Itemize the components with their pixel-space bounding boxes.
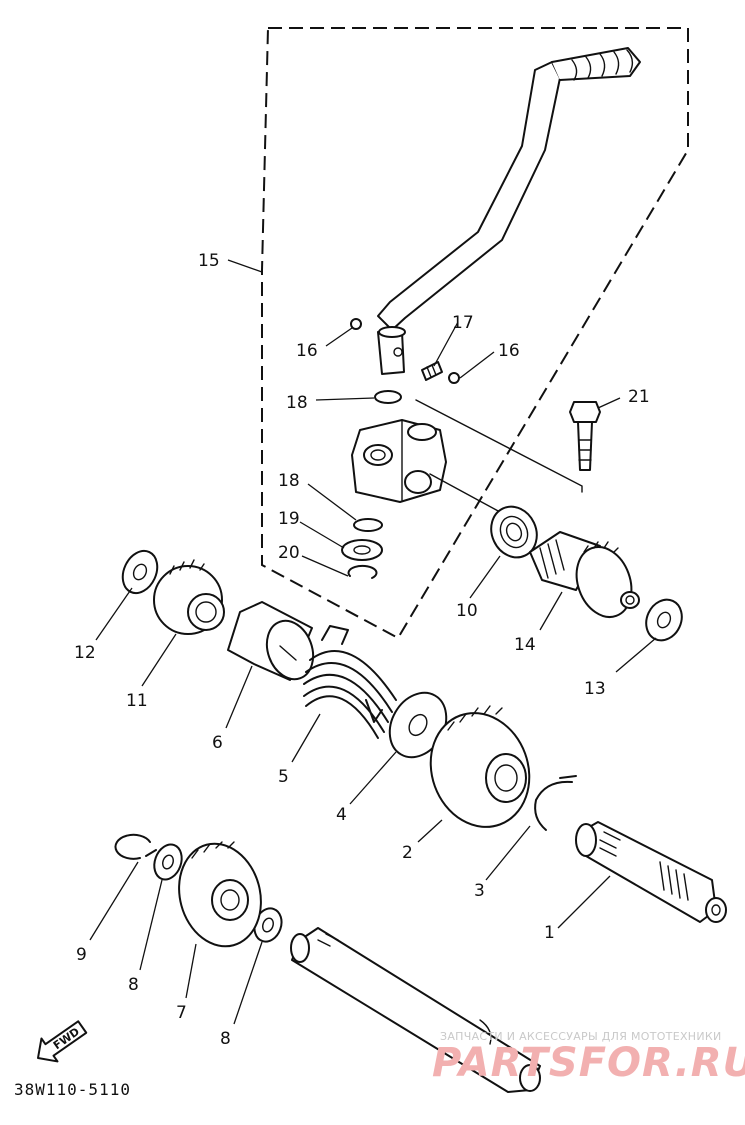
part-clip-3 — [534, 775, 577, 831]
part-washer-4 — [388, 691, 448, 759]
callout-labels: 1 2 3 4 5 6 7 8 8 9 10 11 12 13 14 15 16… — [74, 251, 650, 1049]
part-circlip-9 — [114, 833, 157, 860]
callout-8a: 8 — [128, 975, 139, 995]
watermark-logo: PARTSFOR.RU — [432, 1040, 745, 1086]
assembly-boundary — [261, 27, 689, 640]
callout-18a: 18 — [286, 393, 308, 413]
callout-13: 13 — [584, 679, 606, 699]
part-ratchet-11 — [153, 559, 225, 635]
part-ball-16b — [448, 372, 460, 384]
callout-10: 10 — [456, 601, 478, 621]
callout-21: 21 — [628, 387, 650, 407]
part-shaft-14 — [529, 531, 640, 618]
callout-18b: 18 — [278, 471, 300, 491]
part-oring-18b — [353, 518, 383, 532]
callout-4: 4 — [336, 805, 347, 825]
part-main-shaft — [290, 927, 541, 1093]
part-circlip-20 — [347, 564, 378, 579]
callout-6: 6 — [212, 733, 223, 753]
callout-15: 15 — [198, 251, 220, 271]
part-kick-gear-2 — [429, 705, 531, 828]
callout-7: 7 — [176, 1003, 187, 1023]
part-spring-guide-6 — [227, 601, 315, 681]
part-spring-17 — [421, 361, 443, 381]
callout-12: 12 — [74, 643, 96, 663]
part-washer-8a — [153, 843, 183, 881]
callout-11: 11 — [126, 691, 148, 711]
part-idle-gear-7 — [178, 841, 262, 948]
part-kick-boss — [351, 419, 447, 503]
part-axle-1 — [575, 821, 727, 923]
fwd-arrow-icon: FWD — [37, 1020, 88, 1063]
part-ball-16a — [350, 318, 362, 330]
callout-2: 2 — [402, 843, 413, 863]
callout-9: 9 — [76, 945, 87, 965]
part-oring-18a — [374, 390, 402, 404]
part-washer-13 — [645, 598, 683, 642]
part-kick-crank — [377, 47, 641, 375]
callout-1: 1 — [544, 923, 555, 943]
watermark-tagline: ЗАПЧАСТИ И АКСЕССУАРЫ ДЛЯ МОТОТЕХНИКИ — [440, 1030, 722, 1043]
callout-16a: 16 — [296, 341, 318, 361]
diagram-code: 38W110-5110 — [14, 1080, 131, 1099]
callout-19: 19 — [278, 509, 300, 529]
leader-lines — [89, 259, 657, 1025]
callout-14: 14 — [514, 635, 536, 655]
callout-16b: 16 — [498, 341, 520, 361]
callout-20: 20 — [278, 543, 300, 563]
part-bolt-21 — [569, 401, 601, 471]
part-washer-19 — [341, 539, 383, 561]
part-oil-seal-10 — [490, 505, 538, 559]
callout-8b: 8 — [220, 1029, 231, 1049]
callout-17: 17 — [452, 313, 474, 333]
part-washer-12 — [121, 549, 159, 595]
callout-3: 3 — [474, 881, 485, 901]
part-torsion-spring-5 — [303, 625, 397, 739]
callout-5: 5 — [278, 767, 289, 787]
